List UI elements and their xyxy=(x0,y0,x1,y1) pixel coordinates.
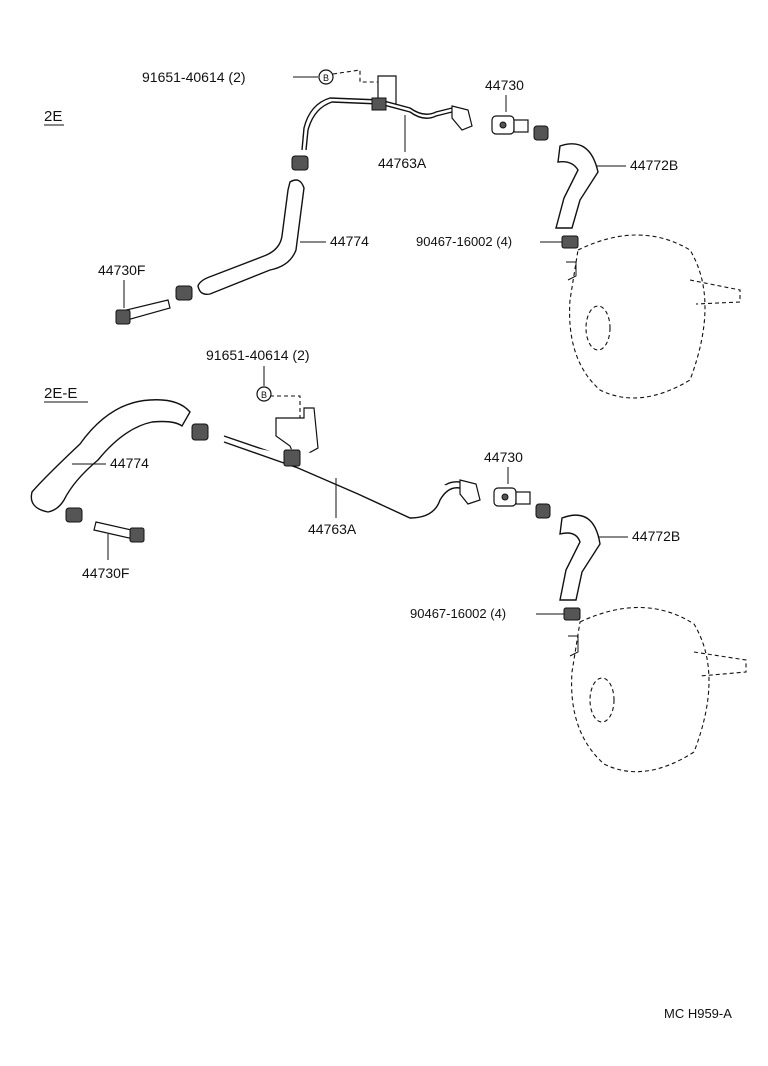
bolt-symbol-2e: B xyxy=(318,69,334,85)
union-fitting-2e-e xyxy=(93,521,145,543)
label-union-2e-e: 44730F xyxy=(82,565,129,581)
section-2e: 2E 91651-40614 (2) B 44763A 44730 xyxy=(44,69,741,399)
pipe-clamp-2e-e xyxy=(283,449,301,467)
brake-booster-2e-e xyxy=(568,606,747,773)
clip-2e-lower xyxy=(175,285,193,301)
clip-2e-upper xyxy=(291,155,309,171)
section-2e-e: 2E-E 91651-40614 (2) B 44763A 44730 xyxy=(30,347,747,773)
section-tag-2e-e: 2E-E xyxy=(44,385,77,402)
check-valve-2e xyxy=(491,115,529,135)
label-hose-left-2e: 44774 xyxy=(330,233,369,249)
label-union-2e: 44730F xyxy=(98,262,145,278)
label-hose-right-2e: 44772B xyxy=(630,157,678,173)
label-check-valve-2e-e: 44730 xyxy=(484,449,523,465)
clip-2e-e-left-lower xyxy=(65,507,83,523)
check-valve-2e-e xyxy=(493,487,531,507)
svg-text:B: B xyxy=(323,73,329,83)
clip-2e-e-left-upper xyxy=(191,423,209,441)
bolt-dashed-leader-2e xyxy=(332,69,378,83)
clip-2e-valve xyxy=(533,125,549,141)
label-clip-2e-e: 90467-16002 (4) xyxy=(410,606,506,621)
hose-44774-2e-e xyxy=(30,399,191,513)
label-bolt-2e: 91651-40614 (2) xyxy=(142,69,246,85)
section-tag-2e: 2E xyxy=(44,108,62,125)
label-check-valve-2e: 44730 xyxy=(485,77,524,93)
clip-2e-e-booster xyxy=(563,607,581,621)
union-fitting-2e xyxy=(115,299,171,325)
clip-2e-e-valve xyxy=(535,503,551,519)
brake-booster-2e xyxy=(566,234,741,399)
label-pipe-2e: 44763A xyxy=(378,155,427,171)
label-hose-right-2e-e: 44772B xyxy=(632,528,680,544)
hose-44772b-2e-e xyxy=(559,514,601,601)
hose-44774-2e xyxy=(197,179,305,296)
label-clip-2e: 90467-16002 (4) xyxy=(416,234,512,249)
pipe-fitting-2e-e xyxy=(459,479,481,505)
pipe-fitting-2e xyxy=(451,105,473,131)
label-bolt-2e-e: 91651-40614 (2) xyxy=(206,347,310,363)
diagram-code: MC H959-A xyxy=(664,1006,732,1021)
bracket-2e-e xyxy=(275,407,319,461)
label-pipe-2e-e: 44763A xyxy=(308,521,357,537)
pipe-clamp-2e xyxy=(371,97,387,111)
vacuum-pipe-2e-e-inner xyxy=(223,441,461,519)
bolt-symbol-2e-e: B xyxy=(256,386,272,402)
clip-2e-booster xyxy=(561,235,579,249)
label-hose-left-2e-e: 44774 xyxy=(110,455,149,471)
svg-text:B: B xyxy=(261,390,267,400)
hose-44772b-2e xyxy=(555,143,599,229)
